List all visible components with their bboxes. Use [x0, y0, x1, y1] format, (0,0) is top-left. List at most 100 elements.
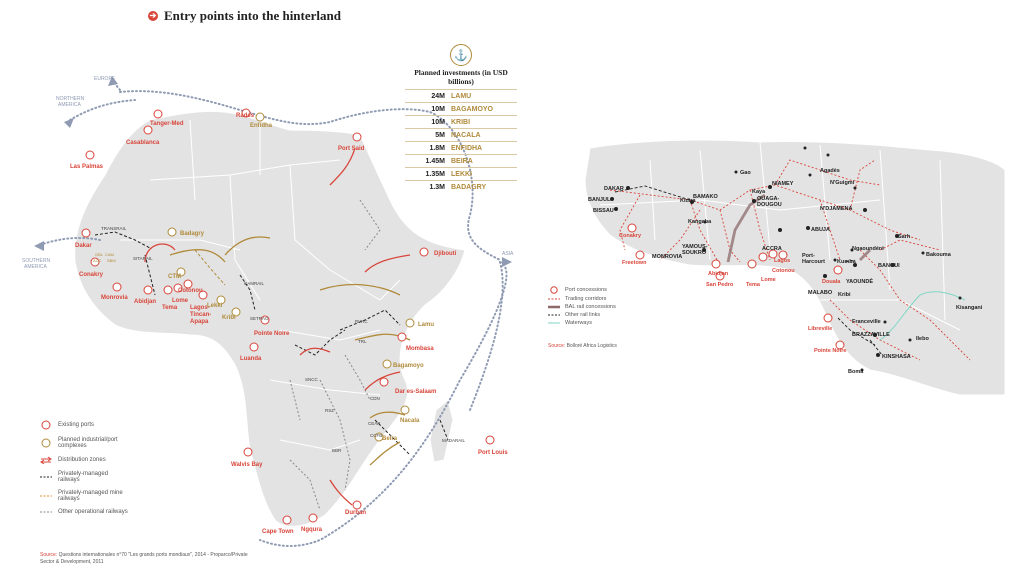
svg-text:Gao: Gao: [740, 170, 751, 176]
svg-text:MADARAIL: MADARAIL: [442, 438, 466, 443]
existing-port-labels: Tanger-Med Casablanca Las Palmas Rades P…: [70, 113, 508, 535]
svg-text:Lamu: Lamu: [418, 322, 434, 328]
planned-port-markers: [167, 112, 415, 442]
svg-text:Cape Town: Cape Town: [262, 529, 294, 535]
svg-text:Sarh: Sarh: [898, 234, 911, 240]
svg-text:CEAR: CEAR: [368, 421, 381, 426]
svg-text:SBM: SBM: [107, 258, 116, 263]
svg-text:ASIA: ASIA: [502, 251, 514, 257]
svg-text:CTM: CTM: [168, 274, 181, 280]
svg-text:Djibouti: Djibouti: [434, 251, 457, 257]
svg-text:Beira: Beira: [382, 436, 398, 442]
investment-port: NACALA: [451, 131, 481, 139]
svg-text:Tema: Tema: [746, 282, 761, 288]
asia-arrow-icon: [502, 257, 512, 267]
svg-text:Monrovia: Monrovia: [101, 295, 128, 301]
svg-text:Luanda: Luanda: [240, 356, 262, 362]
page-title: ➔ Entry points into the hinterland: [148, 8, 341, 24]
svg-text:TRL: TRL: [358, 339, 367, 344]
legend-label: Other operational railways: [58, 509, 128, 515]
svg-text:Kidira: Kidira: [680, 198, 697, 204]
svg-text:RVRC: RVRC: [355, 319, 368, 324]
svg-text:Kribi: Kribi: [222, 315, 236, 321]
svg-text:Cotonou: Cotonou: [178, 288, 203, 294]
svg-text:Rades: Rades: [236, 113, 255, 119]
legend-item: Port concessions: [548, 286, 616, 294]
legend-label: Waterways: [565, 320, 592, 326]
investment-amount: 10M: [431, 105, 445, 113]
svg-text:Walvis Bay: Walvis Bay: [231, 462, 263, 468]
svg-text:NORTHERN: NORTHERN: [56, 96, 85, 102]
investment-port: LEKKI: [451, 170, 472, 178]
investment-port: ENFIDHA: [451, 144, 483, 152]
svg-text:Kangaba: Kangaba: [688, 219, 712, 225]
svg-text:Kumba: Kumba: [837, 259, 857, 265]
investment-port: BEIRA: [451, 157, 473, 165]
source-prefix: Source:: [548, 343, 566, 349]
svg-text:ABUJA: ABUJA: [811, 227, 830, 233]
svg-text:BANGUI: BANGUI: [878, 263, 900, 269]
svg-text:Ngqura: Ngqura: [301, 527, 323, 533]
waterway: [879, 291, 966, 341]
legend-item: Waterways: [548, 320, 616, 326]
legend-item: Distribution zones: [40, 456, 128, 464]
svg-text:Bagamoyo: Bagamoyo: [393, 363, 424, 369]
svg-text:ACC: ACC: [93, 258, 102, 263]
svg-text:Ngaoundéré: Ngaoundéré: [852, 246, 884, 252]
svg-text:Casablanca: Casablanca: [126, 140, 160, 146]
legend-item: Other operational railways: [40, 509, 128, 515]
legend-label: Planned industrial/port complexes: [58, 437, 118, 449]
legend-item: Trading corridors: [548, 296, 616, 302]
svg-text:Bakouma: Bakouma: [926, 252, 952, 258]
svg-text:Libreville: Libreville: [808, 326, 832, 332]
south-america-arrow-icon: [34, 241, 44, 251]
legend-item: Privately-managed railways: [40, 471, 128, 483]
svg-text:Port Louis: Port Louis: [478, 450, 508, 456]
svg-text:KINSHASA: KINSHASA: [882, 354, 911, 360]
svg-text:N'DJAMENA: N'DJAMENA: [820, 206, 853, 212]
svg-text:SITARAIL: SITARAIL: [133, 256, 153, 261]
investment-amount: 1.3M: [429, 183, 445, 191]
legend-item: Planned industrial/port complexes: [40, 437, 128, 449]
investment-amount: 24M: [431, 92, 445, 100]
legend-item: Existing ports: [40, 420, 128, 430]
svg-text:Conakry: Conakry: [619, 233, 642, 239]
legend-item: Other rail links: [548, 312, 616, 318]
investment-amount: 1.35M: [425, 170, 445, 178]
svg-text:Lekki: Lekki: [207, 303, 223, 309]
legend-label: Privately-managed railways: [58, 471, 109, 483]
investment-port: LAMU: [451, 92, 472, 100]
svg-text:BBR: BBR: [332, 448, 342, 453]
svg-text:RSZ: RSZ: [325, 408, 334, 413]
legend-item: Privately-managed mine railways: [40, 490, 128, 502]
svg-text:AMERICA: AMERICA: [24, 264, 47, 270]
source-text: Bolloré Africa Logistics: [566, 343, 617, 349]
svg-text:Abidjan: Abidjan: [134, 299, 156, 305]
legend-label: Privately-managed mine railways: [58, 490, 123, 502]
bal-rail-concessions: [726, 193, 871, 263]
svg-text:Douala: Douala: [822, 279, 841, 285]
investment-port: KRIBI: [451, 118, 471, 126]
svg-text:MALABO: MALABO: [808, 290, 833, 296]
svg-text:BRAZZAVILLE: BRAZZAVILLE: [852, 332, 890, 338]
svg-text:Apapa: Apapa: [190, 319, 209, 325]
svg-text:CDN: CDN: [370, 396, 380, 401]
europe-arrow-icon: [108, 76, 118, 86]
svg-text:Cotonou: Cotonou: [772, 268, 795, 274]
svg-text:Ilebo: Ilebo: [916, 336, 929, 342]
entry-arrow-icon: ➔: [148, 11, 158, 21]
investment-row: 1.35M LEKKI: [405, 167, 517, 180]
investment-row: 24M LAMU: [405, 89, 517, 102]
map-legend: Existing ports Planned industrial/port c…: [40, 420, 128, 522]
svg-text:Port-: Port-: [802, 253, 815, 259]
svg-text:Conakry: Conakry: [79, 272, 104, 278]
title-text: Entry points into the hinterland: [164, 8, 341, 23]
svg-text:Harcourt: Harcourt: [802, 259, 825, 265]
